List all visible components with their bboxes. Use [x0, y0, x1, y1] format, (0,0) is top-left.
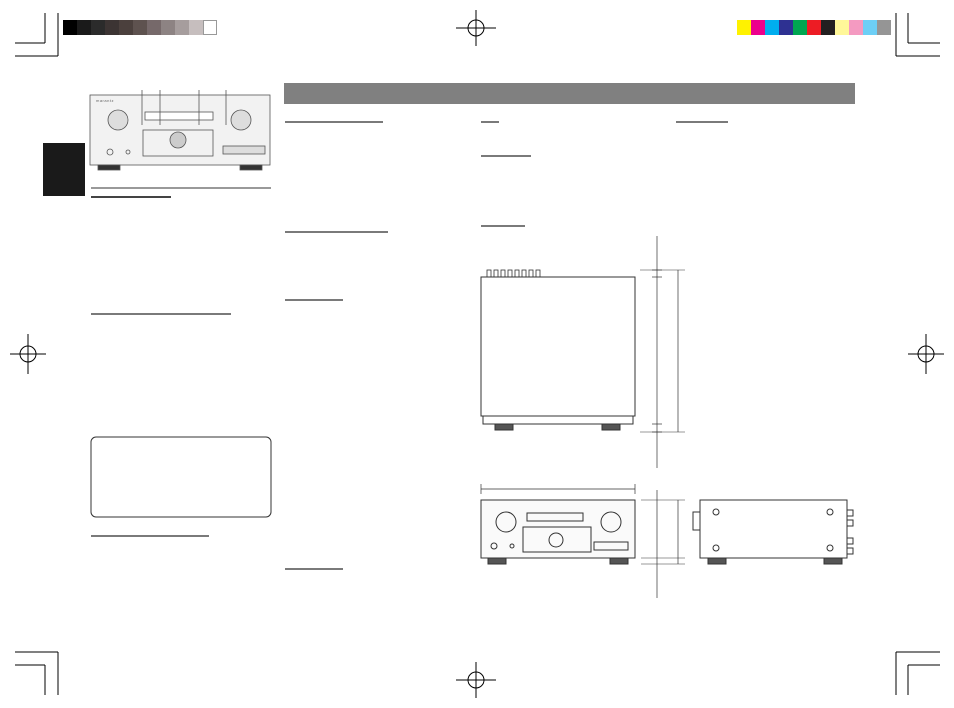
gray-swatch-2	[77, 20, 91, 35]
section-heading-underline-11	[676, 121, 728, 123]
gray-swatch-5	[119, 20, 133, 35]
section-heading-underline-1	[91, 196, 171, 198]
gray-swatch-11	[203, 20, 217, 35]
registration-target-top	[456, 10, 496, 46]
section-header-bar	[284, 83, 855, 104]
language-side-tab	[43, 143, 85, 196]
section-rule-left-1	[91, 187, 271, 189]
color-swatch-11	[877, 20, 891, 35]
color-swatch-8	[835, 20, 849, 35]
section-heading-underline-9	[481, 155, 531, 157]
registration-target-bottom	[456, 662, 496, 698]
color-swatch-2	[751, 20, 765, 35]
section-heading-underline-7	[285, 568, 343, 570]
registration-target-right	[908, 334, 944, 374]
section-heading-underline-2	[91, 313, 231, 315]
gray-swatch-1	[63, 20, 77, 35]
color-swatch-9	[849, 20, 863, 35]
notice-box-text	[100, 445, 262, 509]
gray-swatch-3	[91, 20, 105, 35]
color-swatch-3	[765, 20, 779, 35]
section-heading-underline-6	[285, 299, 343, 301]
gray-swatch-9	[175, 20, 189, 35]
crop-mark-top-left	[15, 13, 59, 57]
color-swatch-10	[863, 20, 877, 35]
crop-mark-bottom-left	[15, 651, 59, 695]
side-view-drawing	[692, 499, 854, 565]
section-heading-underline-3	[91, 535, 209, 537]
gray-swatch-6	[133, 20, 147, 35]
section-heading-underline-8	[481, 121, 499, 123]
section-heading-underline-10	[481, 225, 525, 227]
gray-swatch-8	[161, 20, 175, 35]
color-swatch-4	[779, 20, 793, 35]
color-swatch-6	[807, 20, 821, 35]
front-panel-illustration	[89, 90, 271, 171]
crop-mark-bottom-right	[895, 651, 940, 695]
notice-box-frame	[90, 436, 272, 518]
color-swatch-7	[821, 20, 835, 35]
color-swatch-1	[737, 20, 751, 35]
gray-swatch-10	[189, 20, 203, 35]
gray-swatch-4	[105, 20, 119, 35]
gray-swatch-7	[147, 20, 161, 35]
registration-target-left	[10, 334, 46, 374]
crop-mark-top-right	[895, 13, 940, 57]
front-view-drawing	[480, 484, 685, 598]
top-view-drawing	[480, 236, 685, 468]
section-heading-underline-5	[285, 231, 388, 233]
color-swatch-5	[793, 20, 807, 35]
front-panel-brand: marantz	[96, 98, 114, 103]
section-heading-underline-4	[285, 121, 383, 123]
